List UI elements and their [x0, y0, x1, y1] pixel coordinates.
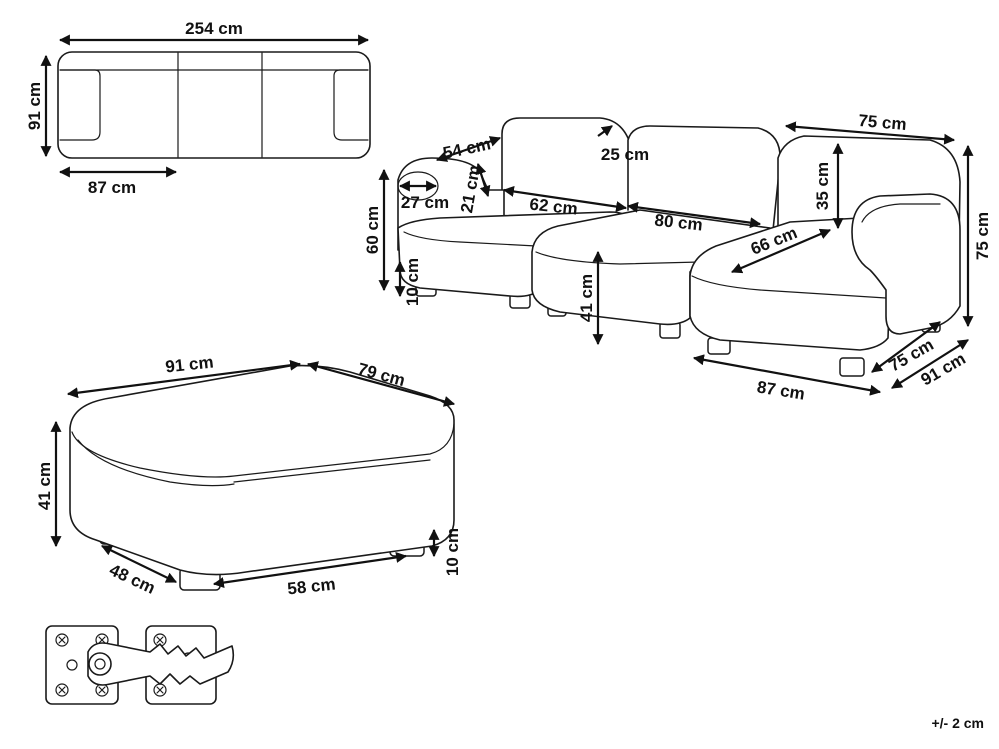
label-backrest-height: 54 cm [441, 134, 492, 163]
dim-ottoman-base-depth-line [101, 545, 177, 583]
label-ottoman-leg-height: 10 cm [443, 528, 462, 576]
label-seat-height: 41 cm [577, 274, 596, 322]
label-seat-depth-left: 62 cm [529, 195, 579, 219]
label-overall-height-left: 60 cm [363, 206, 382, 254]
label-overall-height-right: 75 cm [973, 212, 992, 260]
label-arm-height-right: 35 cm [813, 162, 832, 210]
label-ottoman-height: 41 cm [35, 462, 54, 510]
label-top-view-module: 87 cm [88, 178, 136, 197]
dim-module-width-right-line [784, 121, 956, 145]
tolerance-note: +/- 2 cm [931, 715, 984, 731]
dim-ottoman-depth-line [306, 361, 456, 407]
dim-seat-depth-left-line [502, 186, 628, 212]
sofa-perspective [397, 117, 961, 377]
dim-seat-depth-middle-line [626, 201, 762, 229]
dim-module-depth-91-line [891, 339, 969, 389]
label-top-view-depth: 91 cm [25, 82, 44, 130]
dim-seat-depth-right-line [730, 228, 832, 274]
label-ottoman-width: 91 cm [164, 353, 214, 377]
dim-ottoman-base-width-line [212, 551, 408, 589]
label-module-width-bottom: 87 cm [756, 377, 807, 403]
ottoman [69, 364, 455, 591]
connector-clip-icon [45, 625, 235, 705]
dim-module-width-bottom-line [692, 354, 882, 396]
label-leg-height-left: 10 cm [403, 258, 422, 306]
dim-backrest-height-line [435, 136, 502, 162]
dim-ottoman-width-line [66, 359, 302, 399]
label-top-view-width: 254 cm [185, 19, 243, 38]
dim-backrest-depth-line [597, 125, 613, 137]
label-armrest-width: 27 cm [401, 193, 449, 212]
label-backrest-depth: 25 cm [601, 145, 649, 164]
label-ottoman-base-width: 58 cm [286, 575, 336, 599]
label-ottoman-base-depth: 48 cm [106, 560, 158, 598]
label-seat-depth-middle: 80 cm [654, 211, 704, 235]
dim-armrest-height-line [475, 162, 491, 198]
label-module-width-right: 75 cm [858, 111, 908, 134]
top-view-sofa [57, 51, 371, 159]
